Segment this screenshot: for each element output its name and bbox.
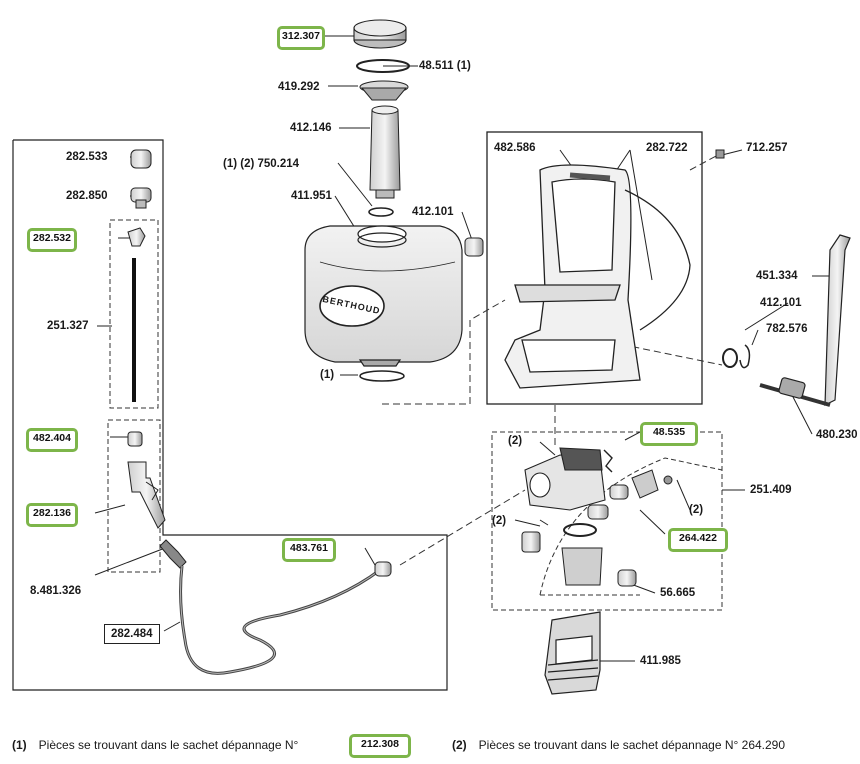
nozzle-282532	[127, 227, 146, 247]
nut-282533	[130, 149, 152, 169]
label-note2-c: (2)	[689, 504, 704, 516]
footnote-2-marker: (2)	[452, 738, 467, 752]
label-451334[interactable]: 451.334	[756, 270, 798, 282]
pump-body-251409	[524, 447, 613, 511]
footnote-2-text: Pièces se trouvant dans le sachet dépann…	[478, 738, 786, 752]
dashed-groups	[107, 219, 723, 611]
label-412146[interactable]: 412.146	[290, 122, 332, 134]
strainer-419292	[359, 80, 409, 101]
frame-box	[486, 131, 703, 405]
label-750214[interactable]: (1) (2) 750.214	[223, 158, 300, 170]
seal-ring-48511	[356, 59, 410, 73]
valve-parts	[521, 469, 673, 586]
label-282850[interactable]: 282.850	[66, 190, 108, 202]
nut-412101-right	[722, 348, 738, 368]
label-212308[interactable]: 212.308	[349, 734, 411, 758]
label-412101-right[interactable]: 412.101	[760, 297, 802, 309]
footnote-1: (1) Pièces se trouvant dans le sachet dép…	[12, 737, 298, 753]
label-312307[interactable]: 312.307	[277, 26, 325, 50]
footnote-2: (2) Pièces se trouvant dans le sachet dép…	[452, 737, 785, 753]
label-282136[interactable]: 282.136	[26, 503, 78, 527]
label-251409[interactable]: 251.409	[750, 484, 792, 496]
label-251327[interactable]: 251.327	[47, 320, 89, 332]
label-282532[interactable]: 282.532	[27, 228, 77, 252]
label-412101-top[interactable]: 412.101	[412, 206, 454, 218]
nut-483761	[374, 561, 392, 577]
pin-782576	[739, 344, 751, 369]
leader-lines	[94, 35, 830, 662]
frame-482586	[504, 164, 691, 389]
footnote-1-marker: (1)	[12, 738, 27, 752]
assembly-dashes	[382, 154, 723, 566]
label-oring-bottom[interactable]: (1)	[320, 369, 335, 381]
hose-frame	[12, 139, 448, 691]
label-782576[interactable]: 782.576	[766, 323, 808, 335]
label-48535[interactable]: 48.535	[640, 422, 698, 446]
bracket-411985	[544, 611, 601, 695]
oring-bottom	[359, 370, 405, 382]
hose-282484	[179, 565, 381, 675]
tank-411951	[304, 225, 463, 367]
label-411951[interactable]: 411.951	[291, 190, 332, 202]
label-note2-b: (2)	[492, 515, 507, 527]
label-56665[interactable]: 56.665	[660, 587, 696, 599]
label-282533[interactable]: 282.533	[66, 151, 108, 163]
label-483761[interactable]: 483.761	[282, 538, 336, 562]
footnote-1-text: Pièces se trouvant dans le sachet dépann…	[38, 738, 299, 752]
oring-750214	[368, 207, 394, 217]
filter-412146	[369, 105, 401, 199]
label-482586[interactable]: 482.586	[494, 142, 536, 154]
label-411985[interactable]: 411.985	[640, 655, 681, 667]
label-264422[interactable]: 264.422	[668, 528, 728, 552]
screw-712257	[715, 149, 725, 159]
label-note2-a: (2)	[508, 435, 523, 447]
label-712257[interactable]: 712.257	[746, 142, 788, 154]
label-419292[interactable]: 419.292	[278, 81, 320, 93]
handle-451334	[759, 234, 851, 407]
valve-56665	[617, 569, 637, 587]
nut-482404	[127, 431, 143, 447]
label-48511[interactable]: 48.511 (1)	[419, 60, 471, 72]
gun-282136	[127, 461, 166, 529]
label-8481326[interactable]: 8.481.326	[30, 585, 82, 597]
swivel-8481326	[159, 539, 187, 569]
fitting-282850	[130, 187, 152, 209]
cap-312307	[353, 19, 407, 49]
nut-412101-top	[464, 237, 484, 257]
label-282722[interactable]: 282.722	[646, 142, 688, 154]
label-282484[interactable]: 282.484	[104, 624, 160, 644]
label-482404[interactable]: 482.404	[26, 428, 78, 452]
label-480230[interactable]: 480.230	[816, 429, 858, 441]
